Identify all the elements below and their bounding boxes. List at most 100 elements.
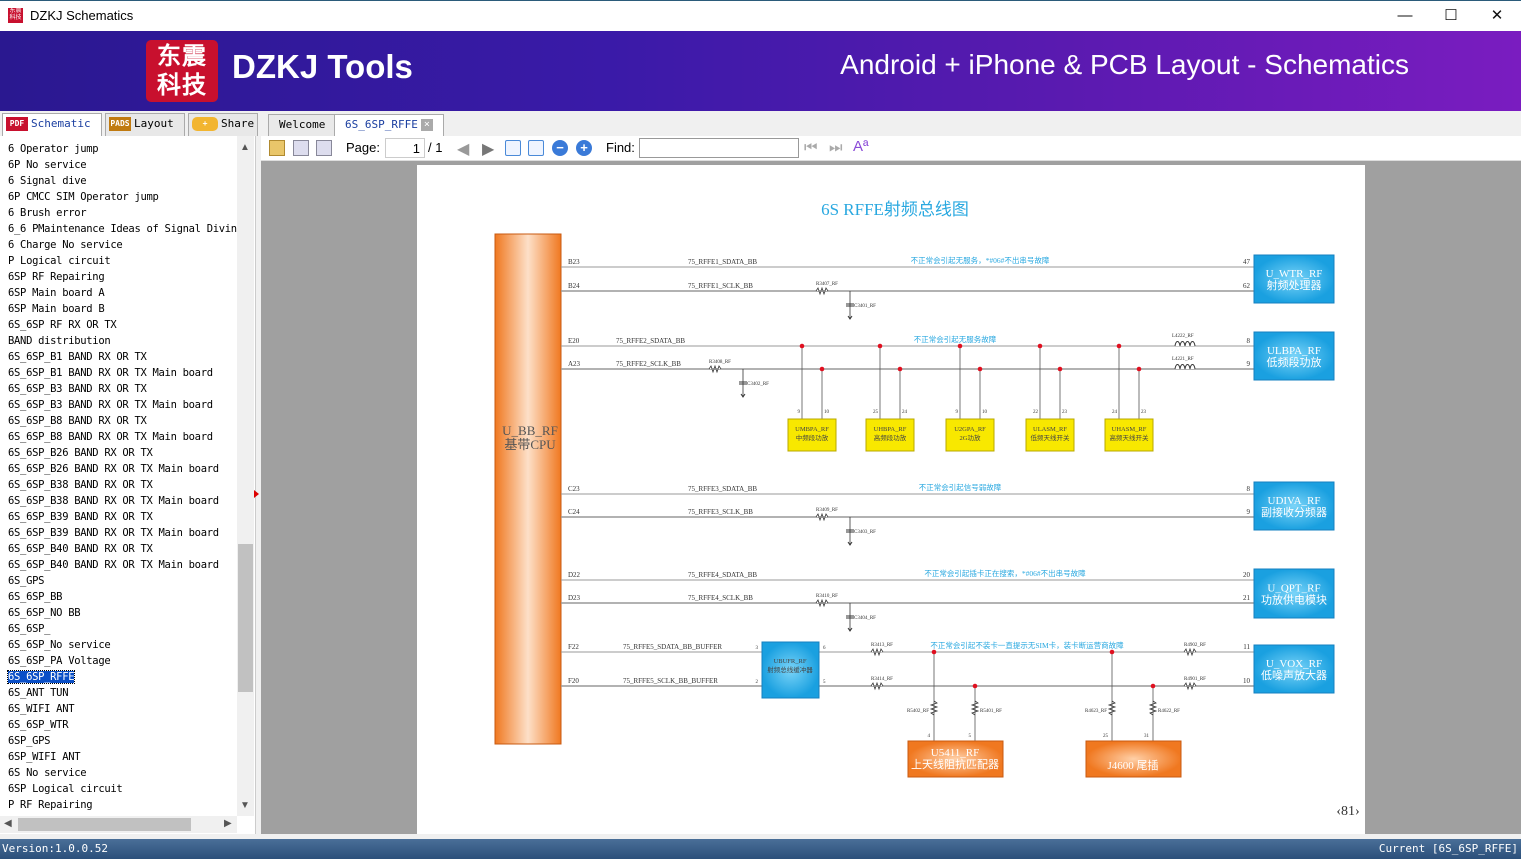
list-item[interactable]: 6S_6SP_B3 BAND RX OR TX xyxy=(0,381,237,397)
list-item[interactable]: 6SP Main board A xyxy=(0,285,237,301)
list-item-label: 6 Signal dive xyxy=(8,175,87,187)
list-item[interactable]: 6S_6SP_PA Voltage xyxy=(0,653,237,669)
list-item[interactable]: 6SP_WIFI ANT xyxy=(0,749,237,765)
list-item-label: P Logical circuit xyxy=(8,255,111,267)
list-item-label: 6S_6SP_NO BB xyxy=(8,607,81,619)
list-item[interactable]: 6 Brush error xyxy=(0,205,237,221)
page-number-input[interactable]: 1 xyxy=(385,138,425,158)
capacitor-label: C3401_RF xyxy=(854,304,876,309)
scroll-down-icon[interactable]: ▼ xyxy=(240,800,250,811)
close-button[interactable]: ✕ xyxy=(1490,7,1504,24)
list-item[interactable]: 6SP Main board B xyxy=(0,301,237,317)
list-item-label: 6P No service xyxy=(8,159,87,171)
maximize-button[interactable]: ☐ xyxy=(1444,7,1458,24)
panel-splitter-handle[interactable] xyxy=(254,490,259,498)
list-item[interactable]: 6SP Logical circuit xyxy=(0,781,237,797)
list-item[interactable]: BAND distribution xyxy=(0,333,237,349)
list-item[interactable]: 6 Operator jump xyxy=(0,141,237,157)
pin-label: 3 xyxy=(756,646,759,651)
list-item-label: 6S_6SP_B8 BAND RX OR TX xyxy=(8,415,147,427)
net-label: 75_RFFE2_SCLK_BB xyxy=(616,360,681,368)
pin-label: 23 xyxy=(1141,410,1147,415)
list-item[interactable]: 6S_6SP_B39 BAND RX OR TX Main board xyxy=(0,525,237,541)
list-item[interactable]: 6S_6SP_B1 BAND RX OR TX xyxy=(0,349,237,365)
zoom-out-icon[interactable]: − xyxy=(552,140,568,156)
close-tab-icon[interactable]: × xyxy=(420,119,433,131)
next-page-icon[interactable]: ▶ xyxy=(482,141,495,158)
component-name: UHASM_RF xyxy=(1112,426,1147,433)
minimize-button[interactable]: — xyxy=(1397,7,1413,24)
scrollbar-thumb[interactable] xyxy=(18,818,191,831)
list-item[interactable]: 6S_6SP_B38 BAND RX OR TX xyxy=(0,477,237,493)
list-item[interactable]: 6S_6SP_WTR xyxy=(0,717,237,733)
list-item-label: 6 Brush error xyxy=(8,207,87,219)
pin-label: 25 xyxy=(873,410,879,415)
list-item[interactable]: 6S_6SP_RFFE xyxy=(0,669,237,685)
list-item[interactable]: 6S_6SP RF RX OR TX xyxy=(0,317,237,333)
copy-page-icon[interactable] xyxy=(293,140,309,156)
list-item[interactable]: 6SP_GPS xyxy=(0,733,237,749)
list-item[interactable]: 6S No service xyxy=(0,765,237,781)
find-previous-icon[interactable]: ⏮ xyxy=(804,139,818,156)
list-item[interactable]: 6S_WIFI ANT xyxy=(0,701,237,717)
list-item[interactable]: P Logical circuit xyxy=(0,253,237,269)
list-item[interactable]: 6_6 PMaintenance Ideas of Signal Diving xyxy=(0,221,237,237)
previous-page-icon[interactable]: ◀ xyxy=(457,141,470,158)
list-item[interactable]: 6S_6SP_B8 BAND RX OR TX Main board xyxy=(0,429,237,445)
zoom-in-icon[interactable]: + xyxy=(576,140,592,156)
list-item[interactable]: 6P No service xyxy=(0,157,237,173)
list-item[interactable]: 6S_6SP_B3 BAND RX OR TX Main board xyxy=(0,397,237,413)
find-next-icon[interactable]: ⏭ xyxy=(829,139,843,156)
tab-share[interactable]: +Share xyxy=(188,113,258,136)
list-item[interactable]: 6S_6SP_B40 BAND RX OR TX Main board xyxy=(0,557,237,573)
scrollbar-thumb[interactable] xyxy=(238,544,253,692)
list-item-label: 6S_6SP_B38 BAND RX OR TX Main board xyxy=(8,495,219,507)
cpu-pin-label: D23 xyxy=(568,594,581,602)
list-item[interactable]: 6S_6SP_B1 BAND RX OR TX Main board xyxy=(0,365,237,381)
tab-welcome[interactable]: Welcome xyxy=(268,114,337,136)
list-item[interactable]: 6S_6SP_B8 BAND RX OR TX xyxy=(0,413,237,429)
net-label: 75_RFFE2_SDATA_BB xyxy=(616,337,685,345)
list-item[interactable]: 6S_6SP_BB xyxy=(0,589,237,605)
list-item-label: 6S_6SP_B40 BAND RX OR TX Main board xyxy=(8,559,219,571)
tab-label: 6S_6SP_RFFE xyxy=(345,118,418,131)
component-desc: 2G功放 xyxy=(960,433,981,442)
scroll-right-icon[interactable]: ▶ xyxy=(224,818,232,829)
list-item[interactable]: 6S_ANT TUN xyxy=(0,685,237,701)
list-item[interactable]: 6S_6SP_B26 BAND RX OR TX Main board xyxy=(0,461,237,477)
vertical-scrollbar[interactable]: ▲ ▼ xyxy=(237,136,254,816)
paste-page-icon[interactable] xyxy=(316,140,332,156)
box-pin-label: 8 xyxy=(1247,337,1251,345)
list-item[interactable]: 6P CMCC SIM Operator jump xyxy=(0,189,237,205)
list-item[interactable]: 6S_6SP_B26 BAND RX OR TX xyxy=(0,445,237,461)
box-pin-label: 9 xyxy=(1247,360,1251,368)
scroll-up-icon[interactable]: ▲ xyxy=(240,142,250,153)
open-file-icon[interactable] xyxy=(269,140,285,156)
list-item[interactable]: 6S_6SP_No service xyxy=(0,637,237,653)
list-item[interactable]: 6S_6SP_B39 BAND RX OR TX xyxy=(0,509,237,525)
list-item[interactable]: 6SP RF Repairing xyxy=(0,269,237,285)
horizontal-scrollbar[interactable]: ◀ ▶ xyxy=(0,816,237,833)
component-box xyxy=(1253,331,1335,381)
fit-width-icon[interactable] xyxy=(505,140,521,156)
match-case-icon[interactable]: Aª xyxy=(853,138,869,155)
list-item[interactable]: 6S_6SP_NO BB xyxy=(0,605,237,621)
scroll-left-icon[interactable]: ◀ xyxy=(4,818,12,829)
component-desc: 低频天线开关 xyxy=(1031,433,1071,442)
list-item[interactable]: P RF Repairing xyxy=(0,797,237,813)
brand-logo: 东震科技 xyxy=(146,40,218,102)
tab-6s-6sp-rffe[interactable]: 6S_6SP_RFFE× xyxy=(334,114,444,136)
list-item[interactable]: 6 Signal dive xyxy=(0,173,237,189)
list-item[interactable]: 6S_GPS xyxy=(0,573,237,589)
list-item[interactable]: 6S_6SP_ xyxy=(0,621,237,637)
list-item[interactable]: 6S_6SP_B40 BAND RX OR TX xyxy=(0,541,237,557)
list-item[interactable]: 6S_6SP_B38 BAND RX OR TX Main board xyxy=(0,493,237,509)
list-item[interactable]: 6 Charge No service xyxy=(0,237,237,253)
find-input[interactable] xyxy=(639,138,799,158)
fit-page-icon[interactable] xyxy=(528,140,544,156)
pin-label: 22 xyxy=(1033,410,1039,415)
